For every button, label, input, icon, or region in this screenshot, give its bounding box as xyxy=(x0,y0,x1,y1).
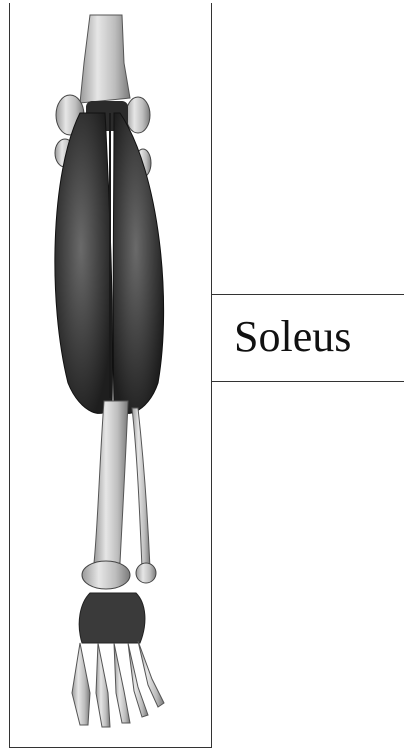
label-box: Soleus xyxy=(212,294,404,382)
knee-right xyxy=(126,97,150,133)
femur-shape xyxy=(80,15,130,103)
lower-leg-muscle-illustration-icon xyxy=(10,3,213,748)
fibula-shape xyxy=(132,408,150,568)
foot-bones xyxy=(72,641,164,727)
anatomy-figure-frame xyxy=(9,3,212,748)
tibia-shape xyxy=(94,401,128,563)
ankle xyxy=(82,561,130,589)
muscle-right xyxy=(113,113,164,413)
muscle-label: Soleus xyxy=(234,315,351,359)
